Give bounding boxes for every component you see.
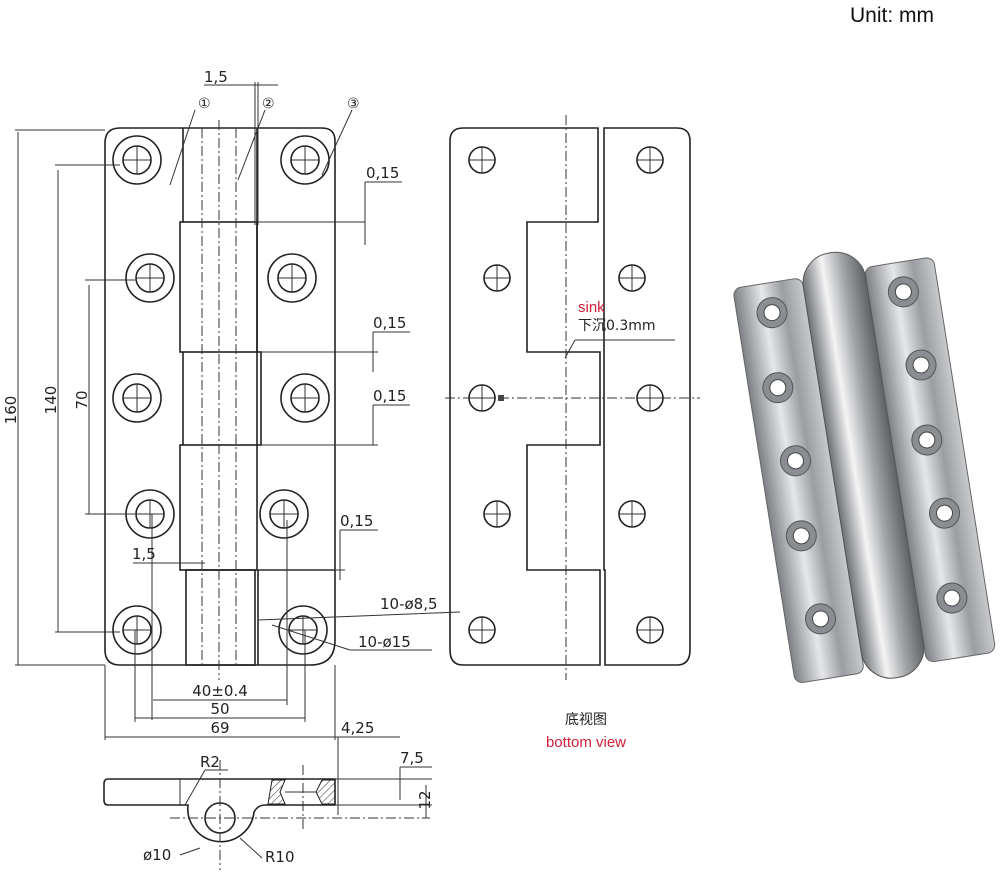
side-view: R2 ø10 R10 4,25 7,5 12 bbox=[103, 719, 434, 870]
photo-countersunk-hole bbox=[887, 276, 919, 308]
callout-1: ① bbox=[198, 96, 211, 112]
dim-clearance: 0,15 bbox=[373, 387, 406, 405]
sink-label-en: sink bbox=[578, 299, 605, 316]
mounting-hole bbox=[112, 373, 162, 423]
dim-knuckle-radius: R10 bbox=[265, 848, 295, 866]
photo-countersunk-hole bbox=[929, 497, 961, 529]
dim-hole-span-horizontal: 50 bbox=[210, 700, 229, 718]
callout-3: ③ bbox=[347, 96, 360, 112]
dim-knuckle-gap-top: 1,5 bbox=[204, 68, 228, 86]
photo-countersunk-hole bbox=[805, 603, 837, 635]
dim-clearance: 0,15 bbox=[373, 314, 406, 332]
photo-knuckle bbox=[802, 251, 925, 679]
knuckle-segment bbox=[179, 221, 258, 353]
photo-countersunk-hole bbox=[762, 372, 794, 404]
photo-countersunk-hole bbox=[936, 582, 968, 614]
section-hatch bbox=[315, 779, 336, 805]
dim-clearance: 0,15 bbox=[366, 164, 399, 182]
mounting-hole bbox=[259, 489, 309, 539]
photo-countersunk-hole bbox=[905, 349, 937, 381]
mounting-hole bbox=[618, 264, 646, 292]
photo-countersunk-hole bbox=[911, 424, 943, 456]
dim-hole-span-vertical: 140 bbox=[42, 386, 60, 415]
photo-countersunk-hole bbox=[779, 445, 811, 477]
mounting-hole bbox=[636, 146, 664, 174]
side-profile bbox=[103, 778, 336, 843]
dim-hole-small: 10-ø8,5 bbox=[380, 595, 438, 613]
dim-offset: 4,25 bbox=[341, 719, 374, 737]
unit-label: Unit: mm bbox=[850, 4, 934, 27]
sink-label-cn: 下沉0.3mm bbox=[578, 318, 656, 334]
mounting-hole bbox=[112, 605, 162, 655]
mounting-hole bbox=[280, 135, 330, 185]
bottom-view-title-cn: 底视图 bbox=[565, 712, 607, 728]
mounting-hole bbox=[125, 253, 175, 303]
dim-knuckle-gap-bottom: 1,5 bbox=[132, 545, 156, 563]
bottom-left-leaf bbox=[449, 127, 601, 666]
mounting-hole bbox=[483, 500, 511, 528]
mounting-hole bbox=[468, 384, 496, 412]
dim-clearance: 0,15 bbox=[340, 512, 373, 530]
dim-countersink: 7,5 bbox=[400, 749, 424, 767]
front-view: ① ② ③ 160 140 70 1,5 0,15 0,15 0,15 0,15… bbox=[2, 68, 461, 740]
mounting-hole bbox=[112, 135, 162, 185]
knuckle-segment bbox=[185, 569, 256, 666]
photo-countersunk-hole bbox=[756, 297, 788, 329]
dim-hole-pitch: 70 bbox=[73, 390, 91, 409]
mounting-hole bbox=[280, 373, 330, 423]
mounting-hole bbox=[636, 616, 664, 644]
hinge-plate-outline bbox=[104, 127, 336, 666]
mounting-hole bbox=[483, 264, 511, 292]
callout-2: ② bbox=[262, 96, 275, 112]
mounting-hole bbox=[468, 146, 496, 174]
dim-total-width: 69 bbox=[210, 719, 229, 737]
photo-countersunk-hole bbox=[785, 520, 817, 552]
mounting-hole bbox=[267, 253, 317, 303]
dim-total-height: 160 bbox=[2, 396, 20, 425]
dim-knuckle-width: 40±0.4 bbox=[192, 682, 248, 700]
section-hatch bbox=[267, 779, 286, 805]
mounting-hole bbox=[618, 500, 646, 528]
dim-pin-diameter: ø10 bbox=[143, 846, 171, 864]
dim-thickness: 12 bbox=[416, 790, 434, 809]
mounting-hole bbox=[636, 384, 664, 412]
dim-hole-large: 10-ø15 bbox=[358, 633, 411, 651]
dim-fillet: R2 bbox=[200, 753, 220, 771]
mounting-hole bbox=[468, 616, 496, 644]
knuckle-segment bbox=[256, 351, 262, 446]
bottom-right-leaf bbox=[603, 127, 691, 666]
bottom-view-title-en: bottom view bbox=[546, 734, 626, 751]
bottom-view: sink 下沉0.3mm 底视图 bottom view bbox=[445, 115, 700, 751]
hinge-product-photo bbox=[733, 251, 996, 683]
